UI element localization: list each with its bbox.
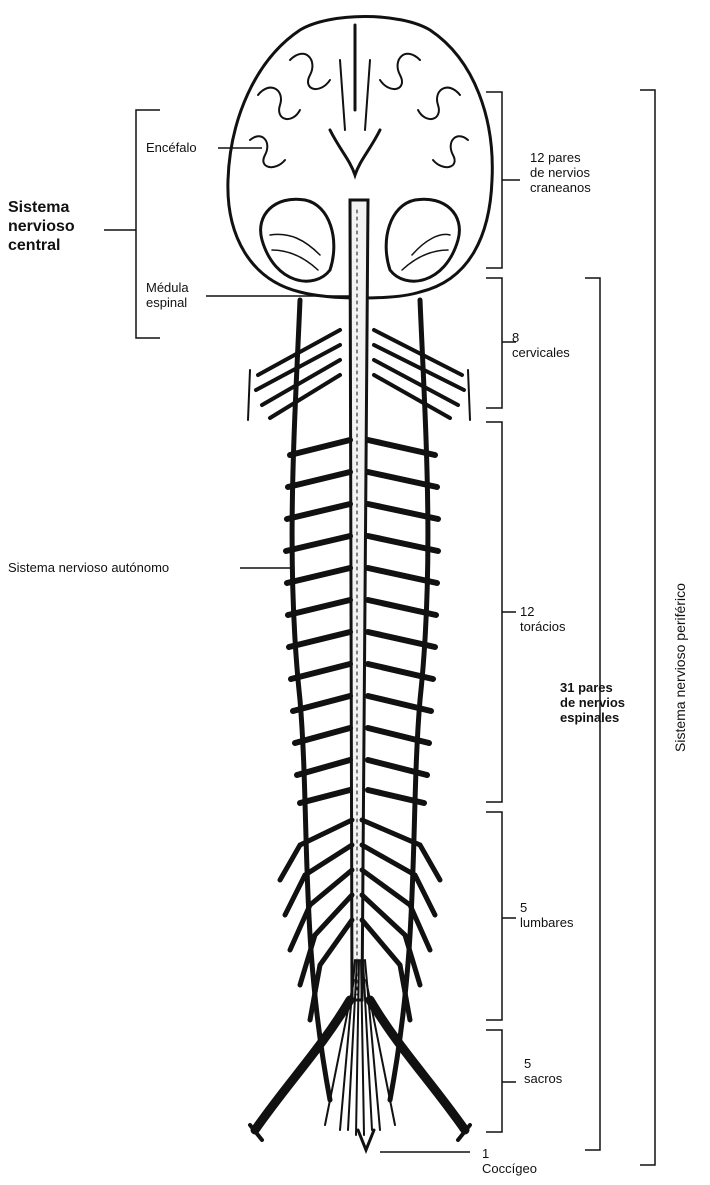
spinal-cord-label: Médula espinal [146,280,189,310]
lumbar-count: 5 [520,900,573,915]
spinal-total-line3: espinales [560,710,625,725]
spinal-total-line2: de nervios [560,695,625,710]
cranial-nerves-label: 12 pares de nervios craneanos [530,150,591,195]
spinal-nerves-total-label: 31 pares de nervios espinales [560,680,625,725]
peripheral-line2: periférico [672,583,688,641]
coccyx [358,1130,374,1150]
thoracic-count: 12 [520,604,566,619]
spinal-cord-line2: espinal [146,295,189,310]
peripheral-line1: Sistema nervioso [672,645,688,752]
brain-label: Encéfalo [146,140,197,155]
coccygeal-nerve-label: 1 Coccígeo [482,1146,537,1176]
sacral-count: 5 [524,1056,562,1071]
thoracic-name: torácios [520,619,566,634]
cerebellum-left [261,199,334,281]
spinal-cord-line1: Médula [146,280,189,295]
coccygeal-count: 1 [482,1146,537,1161]
cranial-line1: 12 pares [530,150,591,165]
cervical-name: cervicales [512,345,570,360]
cervical-nerves-label: 8 cervicales [512,330,570,360]
coccygeal-name: Coccígeo [482,1161,537,1176]
cranial-line2: de nervios [530,165,591,180]
cns-line3: central [8,236,75,255]
cranial-line3: craneanos [530,180,591,195]
central-nervous-system-label: Sistema nervioso central [8,198,75,255]
thoracic-nerves-label: 12 torácios [520,604,566,634]
spinal-total-line1: 31 pares [560,680,625,695]
autonomic-system-label: Sistema nervioso autónomo [8,560,169,575]
cns-line2: nervioso [8,217,75,236]
lumbar-nerves-label: 5 lumbares [520,900,573,930]
sacral-nerves-label: 5 sacros [524,1056,562,1086]
peripheral-nervous-system-label: Sistema nervioso periférico [672,583,689,752]
cns-line1: Sistema [8,198,75,217]
cerebellum-right [386,199,459,281]
lumbar-name: lumbares [520,915,573,930]
sacral-name: sacros [524,1071,562,1086]
cervical-count: 8 [512,330,570,345]
